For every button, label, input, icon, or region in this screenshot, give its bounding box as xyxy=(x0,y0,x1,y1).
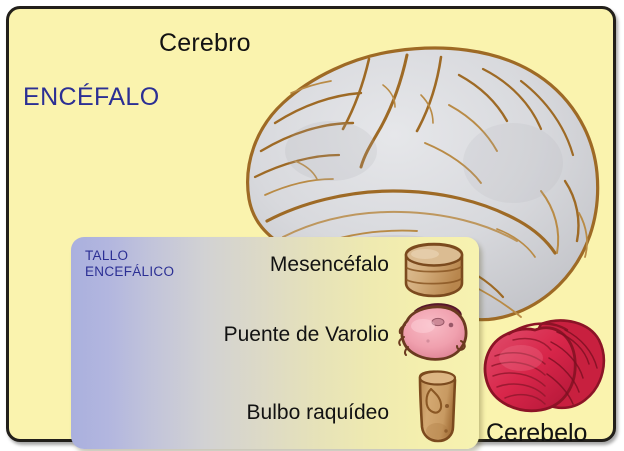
brainstem-panel: TALLO ENCEFÁLICO Mesencéfalo Puente de V… xyxy=(71,237,479,449)
midbrain-illustration xyxy=(401,241,467,301)
brainstem-panel-label: TALLO ENCEFÁLICO xyxy=(85,248,175,279)
medulla-label: Bulbo raquídeo xyxy=(246,401,389,424)
encefalo-frame: TALLO ENCEFÁLICO Mesencéfalo Puente de V… xyxy=(6,6,616,449)
medulla-illustration xyxy=(407,367,463,447)
pons-label: Puente de Varolio xyxy=(223,323,389,346)
midbrain-label: Mesencéfalo xyxy=(269,253,389,276)
encefalo-label: ENCÉFALO xyxy=(23,83,160,111)
pons-illustration xyxy=(395,299,473,365)
cerebro-label: Cerebro xyxy=(159,29,251,57)
cerebellum-illustration xyxy=(479,312,609,417)
cerebelo-label: Cerebelo xyxy=(486,419,588,447)
